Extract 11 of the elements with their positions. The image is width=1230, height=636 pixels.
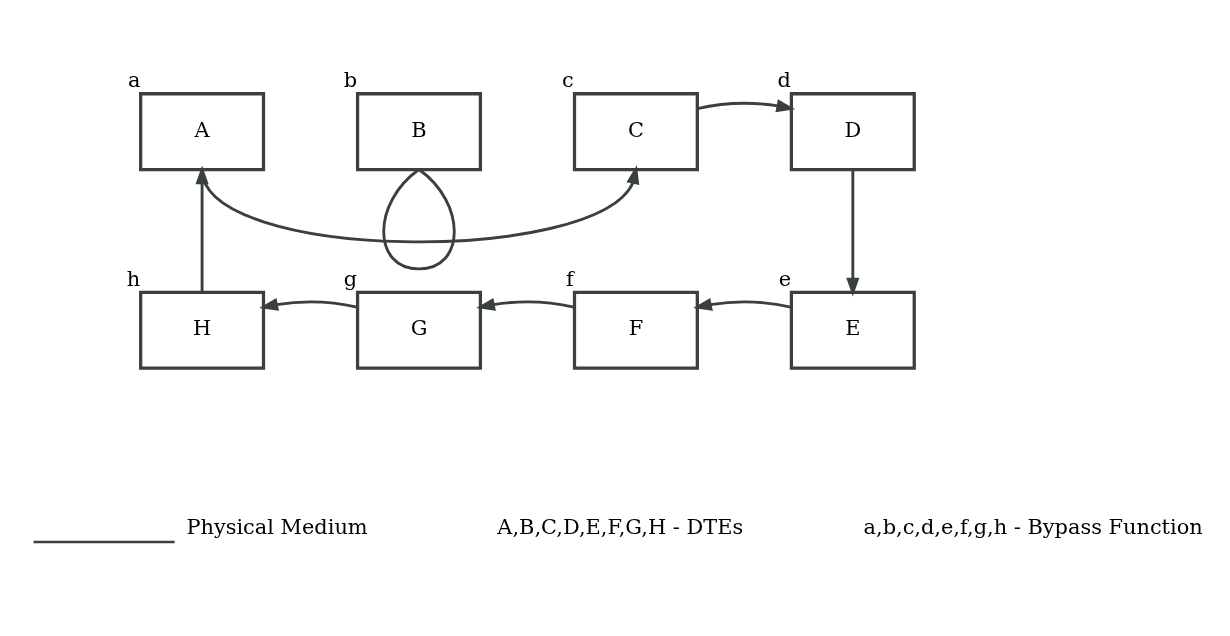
node-label: c <box>562 67 574 92</box>
label: a,b,c,d,e,f,g,h - Bypass Function <box>863 514 1203 539</box>
node-label: b <box>343 67 358 92</box>
node-label: g <box>343 266 358 291</box>
legend-label: Physical Medium <box>186 514 368 539</box>
label: A,B,C,D,E,F,G,H - DTEs <box>497 514 744 539</box>
node-label: a <box>127 67 141 92</box>
node-label: e <box>778 266 792 291</box>
node-label: f <box>566 266 574 291</box>
node-label: d <box>777 67 791 92</box>
node-label: h <box>126 266 141 291</box>
